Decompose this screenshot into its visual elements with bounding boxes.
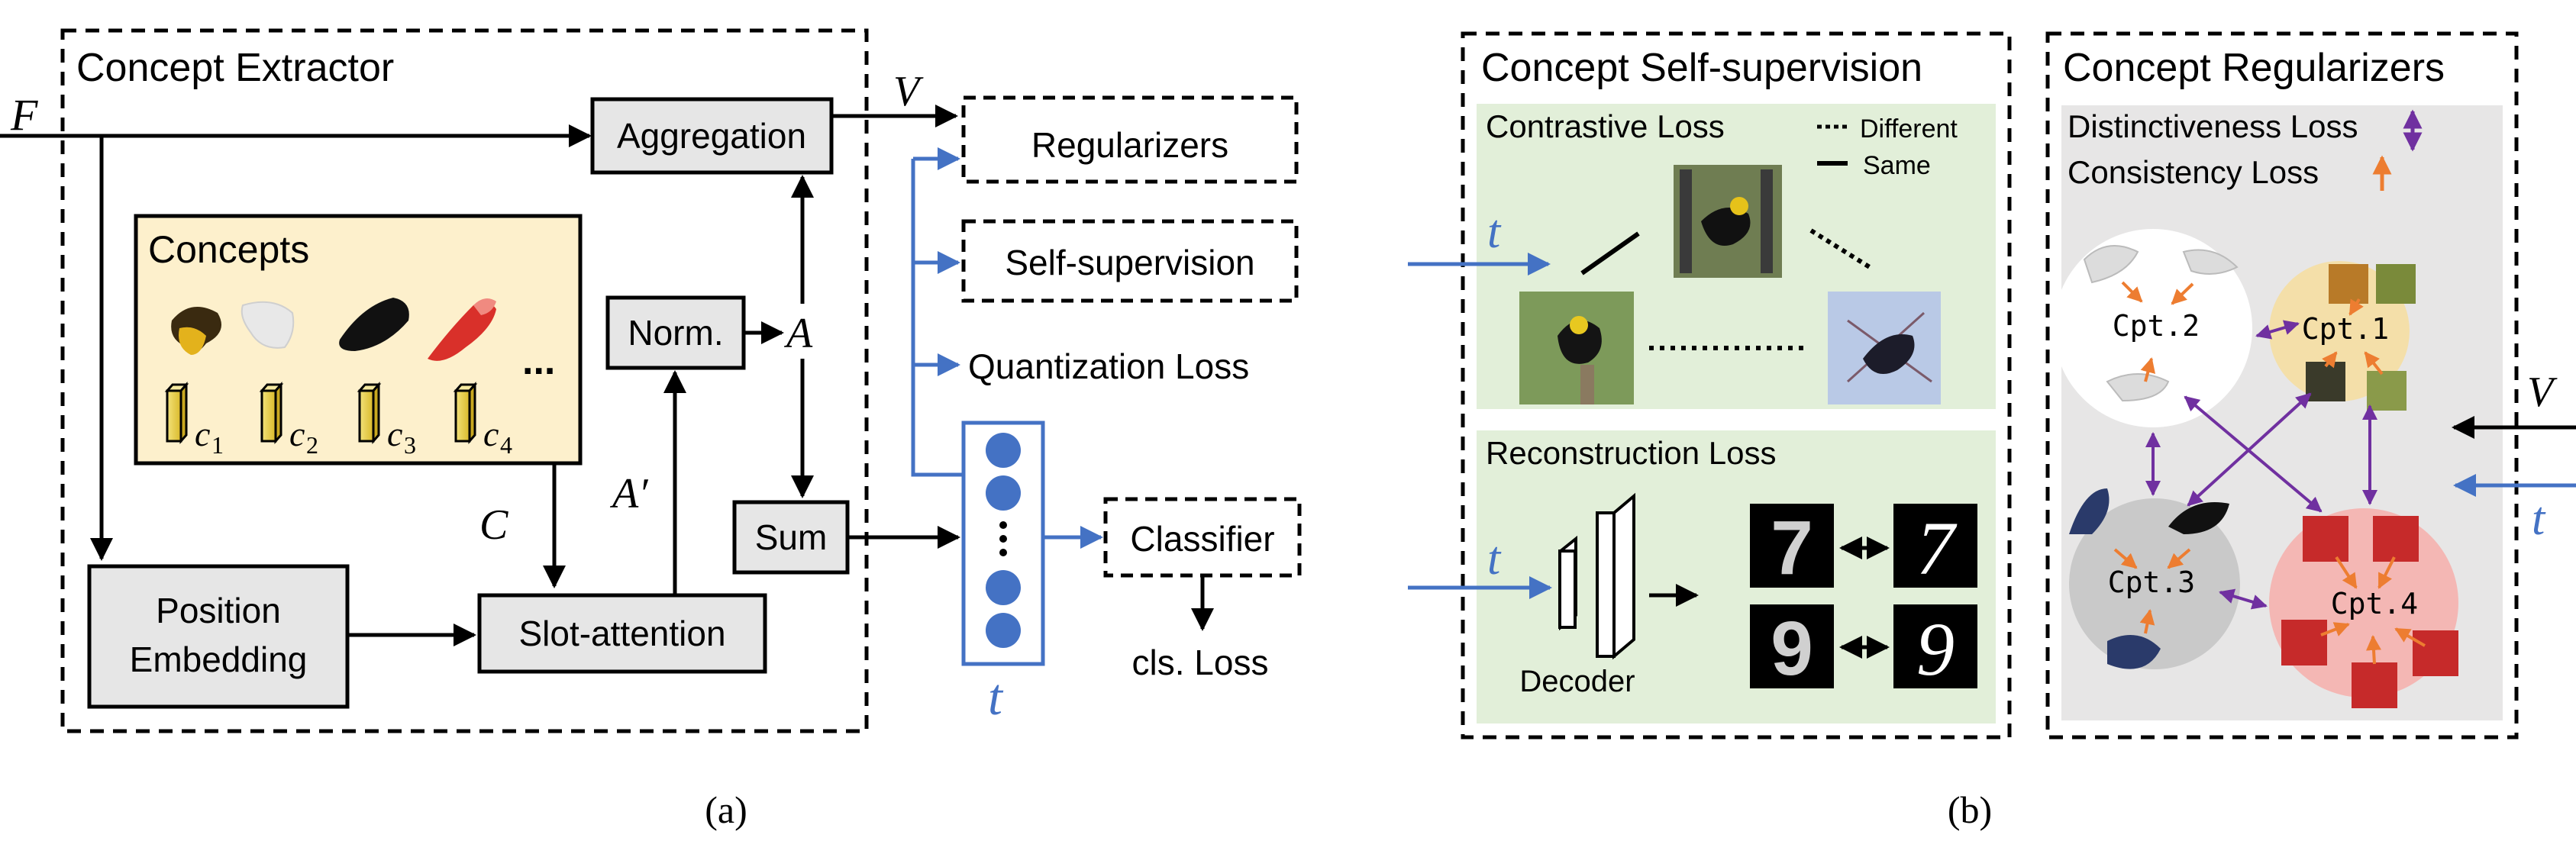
a-prime-label: A′ [609, 470, 648, 517]
cpt3-label: Cpt.3 [2108, 566, 2195, 599]
concept-vector-2: c 2 [259, 382, 318, 459]
v-label-regularizers: V [2527, 369, 2558, 416]
t-vector-node-1 [986, 433, 1021, 468]
self-supervision-title: Concept Self-supervision [1481, 46, 1922, 90]
concept-vector-label-1: c [195, 414, 210, 453]
consistency-label: Consistency Loss [2068, 154, 2319, 190]
decoder-label: Decoder [1519, 665, 1635, 698]
aggregation-label: Aggregation [617, 116, 806, 156]
digit-original-7-text: 7 [1916, 506, 1958, 591]
concepts-title: Concepts [148, 228, 309, 271]
norm-label: Norm. [628, 313, 723, 353]
position-embedding-label-1: Position [156, 591, 281, 630]
self-supervision-box [961, 219, 1299, 303]
distinctiveness-label: Distinctiveness Loss [2068, 108, 2358, 144]
self-supervision-label: Self-supervision [1005, 243, 1254, 282]
cpt1-thumbnails [2306, 264, 2416, 411]
distinctiveness-arrows [2145, 320, 2377, 610]
cpt4-label: Cpt.4 [2331, 587, 2418, 620]
t-vector-node-4 [986, 613, 1021, 648]
cpt1-label: Cpt.1 [2302, 312, 2389, 346]
self-supervision-frame [1461, 31, 2012, 740]
concept-vector-label-2: c [289, 414, 305, 453]
panel-b-self-supervision: Concept Self-supervision Contrastive Los… [1408, 31, 2012, 740]
c-label: C [479, 501, 508, 549]
concept-vector-label-3: c [387, 414, 402, 453]
regularizers-label: Regularizers [1031, 125, 1228, 165]
concept-extractor-frame [60, 28, 869, 733]
slot-attention-label: Slot-attention [518, 614, 725, 653]
concept-image-4 [428, 298, 496, 361]
panel-b-regularizers: Concept Regularizers Distinctiveness Los… [1948, 31, 2576, 831]
legend-same-label: Same [1863, 151, 1931, 180]
regularizers-box [961, 95, 1299, 184]
caption-a: (a) [705, 788, 747, 831]
caption-b: (b) [1948, 788, 1992, 831]
t-vector-dot-1 [999, 521, 1007, 529]
t-label-regularizers: t [2532, 493, 2546, 545]
contrastive-title: Contrastive Loss [1486, 108, 1725, 144]
concept-image-3 [339, 298, 409, 351]
concept-vector-sub-3: 3 [404, 431, 416, 459]
t-label: t [988, 668, 1004, 726]
same-link-line [1580, 231, 1640, 276]
concept-image-1 [171, 307, 221, 355]
norm-box [605, 295, 746, 370]
panel-a: Concept Extractor F Aggregation V Concep… [0, 28, 1302, 831]
t-vector-node-2 [986, 475, 1021, 511]
t-vector-node-3 [986, 570, 1021, 605]
decoder-icon [1558, 492, 1635, 660]
concepts-ellipsis: ... [522, 339, 555, 383]
t-vector-dot-2 [999, 535, 1007, 543]
concept-vector-3: c 3 [357, 382, 416, 459]
sum-label: Sum [755, 517, 828, 557]
digit-reconstructed-9 [1750, 604, 1834, 688]
quantization-loss-label: Quantization Loss [968, 346, 1249, 386]
concept-vector-sub-4: 4 [500, 431, 512, 459]
legend-different-label: Different [1860, 114, 1958, 143]
slot-attention-box [477, 593, 767, 674]
aggregation-box [590, 97, 834, 175]
concept-vector-sub-2: 2 [306, 431, 318, 459]
different-link-line-1 [1809, 228, 1874, 271]
a-label: A [783, 310, 813, 357]
t-vector-dot-3 [999, 549, 1007, 556]
t-label-reconstruction: t [1487, 533, 1502, 585]
cls-loss-label: cls. Loss [1132, 643, 1269, 682]
bird-photo-center [1674, 165, 1782, 278]
sum-box [732, 500, 850, 575]
concept-vector-sub-1: 1 [211, 431, 224, 459]
concept-extractor-title: Concept Extractor [76, 46, 394, 90]
concept-vector-4: c 4 [453, 382, 512, 459]
t-label-contrastive: t [1487, 206, 1502, 258]
bird-photo-left [1519, 292, 1634, 404]
digit-original-9-text: 9 [1916, 607, 1955, 691]
classifier-label: Classifier [1130, 519, 1274, 559]
digit-reconstructed-7 [1750, 504, 1834, 588]
regularizers-frame [2045, 31, 2519, 740]
input-f-label: F [10, 90, 38, 140]
concept-vector-label-4: c [483, 414, 499, 453]
concept-image-2 [240, 301, 295, 349]
cpt3-cluster [2069, 498, 2240, 669]
concept-vector-1: c 1 [164, 382, 224, 459]
cpt2-label: Cpt.2 [2113, 309, 2200, 343]
bird-photo-right [1828, 292, 1941, 404]
cpt2-thumbnails [2083, 245, 2239, 402]
position-embedding-label-2: Embedding [130, 640, 308, 679]
v-label: V [893, 68, 924, 115]
reconstruction-title: Reconstruction Loss [1486, 435, 1777, 471]
digit-original-9 [1893, 604, 1977, 688]
digit-reconstructed-7-text: 7 [1771, 505, 1813, 591]
digit-original-7 [1893, 504, 1977, 588]
consistency-arrows [2113, 281, 2426, 665]
blue-branch-line [911, 159, 964, 477]
digit-reconstructed-9-text: 9 [1771, 606, 1813, 691]
cpt4-thumbnails [2281, 516, 2458, 708]
position-embedding-box [87, 564, 350, 709]
regularizers-title: Concept Regularizers [2063, 46, 2445, 90]
